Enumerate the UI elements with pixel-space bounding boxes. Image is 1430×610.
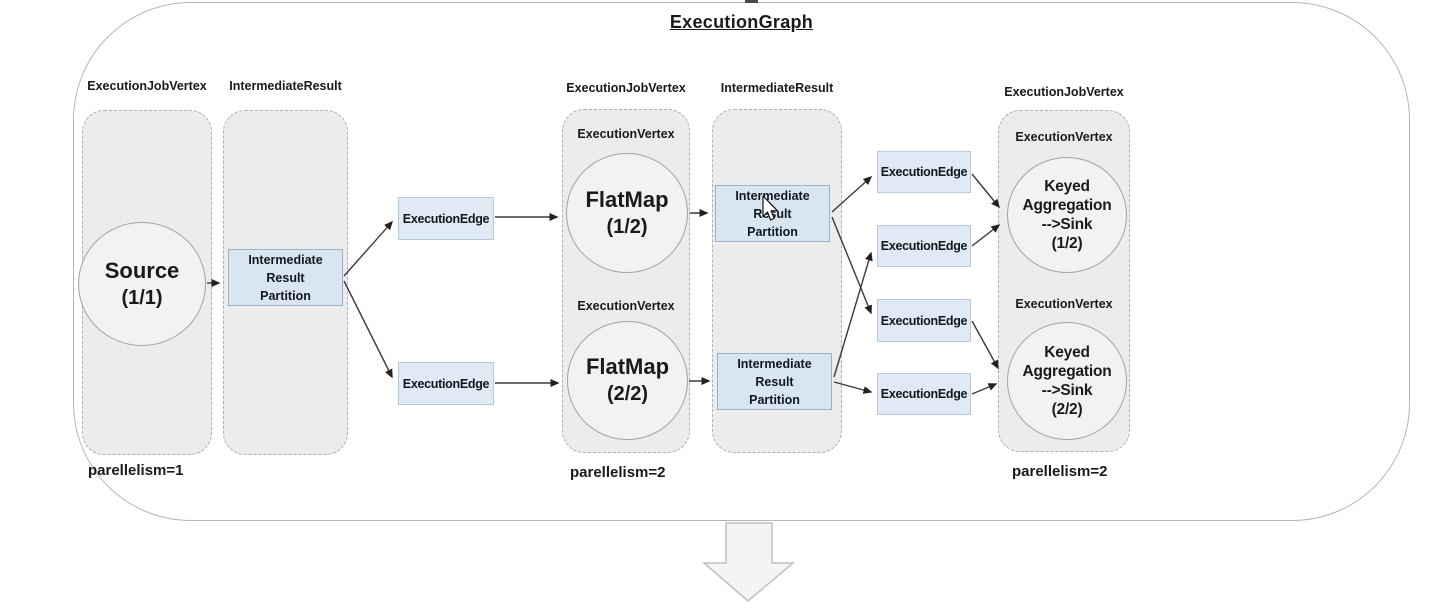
node-keyed-aggregation-sink-2: Keyed Aggregation -->Sink (2/2): [1007, 322, 1127, 440]
intermediate-result-partition-3: Intermediate Result Partition: [717, 353, 832, 410]
execution-edge-label-4: ExecutionEdge: [880, 239, 968, 253]
parallelism-label-source: parellelism=1: [88, 462, 184, 479]
partition1-line1: Intermediate: [248, 252, 323, 267]
intermediate-result-partition-1: Intermediate Result Partition: [228, 249, 343, 306]
partition3-line2: Result: [755, 374, 794, 389]
parallelism-label-flatmap: parellelism=2: [570, 464, 666, 481]
node-keyed2-line2: Aggregation: [1022, 363, 1112, 380]
executionvertex-label-flatmap2: ExecutionVertex: [577, 299, 675, 313]
group-header-sink-jobvertex: ExecutionJobVertex: [1004, 85, 1124, 99]
execution-edge-label-5: ExecutionEdge: [880, 313, 968, 328]
execution-edge-box-3: ExecutionEdge: [877, 151, 971, 193]
node-keyed-aggregation-sink-1: Keyed Aggregation -->Sink (1/2): [1007, 157, 1127, 273]
partition3-line3: Partition: [749, 392, 800, 407]
node-flatmap1-index: (1/2): [606, 215, 648, 238]
execution-edge-label-6: ExecutionEdge: [880, 387, 968, 401]
node-flatmap1-name: FlatMap: [585, 186, 669, 212]
partition2-line1: Intermediate: [735, 188, 810, 203]
intermediate-result-partition-2: Intermediate Result Partition: [715, 185, 830, 242]
node-keyed1-line4: (1/2): [1051, 235, 1083, 252]
execution-edge-label-1: ExecutionEdge: [402, 211, 490, 226]
execution-edge-label-3: ExecutionEdge: [880, 165, 968, 179]
diagram-title: ExecutionGraph: [669, 12, 814, 32]
node-keyed2-line1: Keyed: [1044, 344, 1090, 361]
execution-edge-label-2: ExecutionEdge: [402, 376, 490, 391]
node-flatmap-2: FlatMap (2/2): [567, 321, 688, 440]
partition3-line1: Intermediate: [737, 356, 812, 371]
execution-edge-box-2: ExecutionEdge: [398, 362, 494, 405]
node-keyed2-line4: (2/2): [1051, 401, 1083, 418]
node-source-index: (1/1): [121, 286, 163, 309]
group-header-intermediateresult-1: IntermediateResult: [229, 79, 342, 93]
executionvertex-label-keyed2: ExecutionVertex: [1015, 297, 1113, 311]
node-flatmap2-name: FlatMap: [585, 354, 670, 379]
execution-edge-box-4: ExecutionEdge: [877, 225, 971, 267]
partition1-line2: Result: [266, 270, 305, 285]
execution-edge-box-5: ExecutionEdge: [877, 299, 971, 342]
partition2-line3: Partition: [747, 224, 798, 239]
node-flatmap-1: FlatMap (1/2): [566, 153, 688, 273]
node-keyed2-line3: -->Sink: [1041, 382, 1093, 399]
node-flatmap2-index: (2/2): [606, 383, 649, 405]
partition2-line2: Result: [753, 206, 792, 221]
node-keyed1-line3: -->Sink: [1041, 216, 1093, 233]
group-header-flatmap-jobvertex: ExecutionJobVertex: [566, 81, 686, 95]
execution-edge-box-1: ExecutionEdge: [398, 197, 494, 240]
execution-edge-box-6: ExecutionEdge: [877, 373, 971, 415]
node-source-name: Source: [104, 257, 180, 283]
node-source: Source (1/1): [78, 222, 206, 346]
top-notch-decoration: [745, 0, 758, 3]
executionvertex-label-keyed1: ExecutionVertex: [1015, 130, 1113, 144]
parallelism-label-sink: parellelism=2: [1012, 463, 1108, 480]
group-header-source-jobvertex: ExecutionJobVertex: [87, 79, 207, 93]
group-header-intermediateresult-2: IntermediateResult: [720, 81, 834, 95]
partition1-line3: Partition: [260, 288, 311, 303]
down-arrow: [701, 522, 796, 602]
node-keyed1-line2: Aggregation: [1022, 197, 1112, 214]
node-keyed1-line1: Keyed: [1044, 178, 1090, 195]
executionvertex-label-flatmap1: ExecutionVertex: [577, 127, 675, 141]
